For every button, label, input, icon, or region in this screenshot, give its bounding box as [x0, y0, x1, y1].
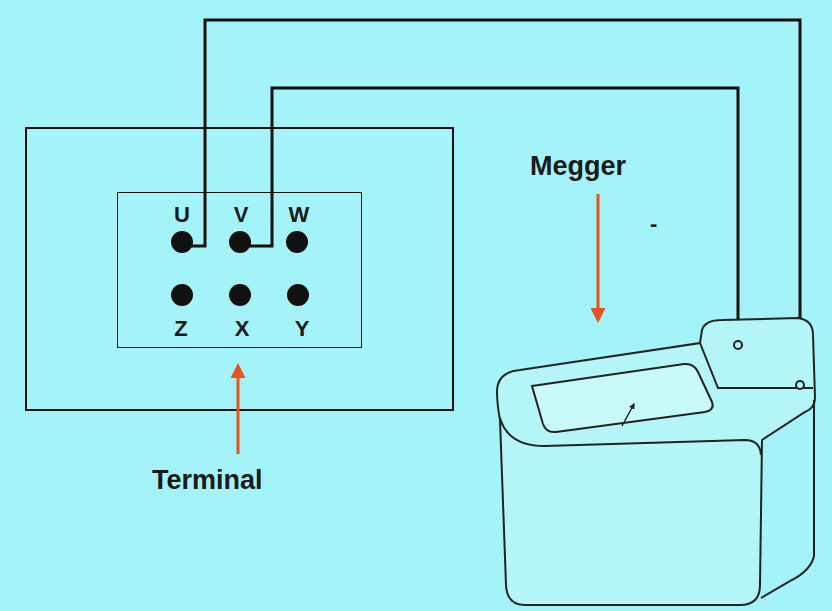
terminal-letter: Z: [174, 317, 187, 341]
terminal-letter: U: [174, 203, 190, 227]
megger-instrument: [497, 318, 815, 605]
terminal-studs: [171, 231, 309, 306]
callout-arrow: [597, 194, 600, 320]
callout-label: Megger: [530, 152, 626, 182]
callout-arrow: [237, 366, 240, 454]
terminal-letter: Y: [295, 317, 310, 341]
test-lead-v: [248, 88, 738, 342]
terminal-letter: V: [234, 203, 249, 227]
callout-label: Terminal: [152, 466, 263, 496]
terminal-letter: X: [235, 317, 250, 341]
terminal-letter: W: [289, 203, 310, 227]
terminal-box: U V W Z X Y: [117, 192, 362, 348]
callout-label: -: [650, 212, 657, 236]
